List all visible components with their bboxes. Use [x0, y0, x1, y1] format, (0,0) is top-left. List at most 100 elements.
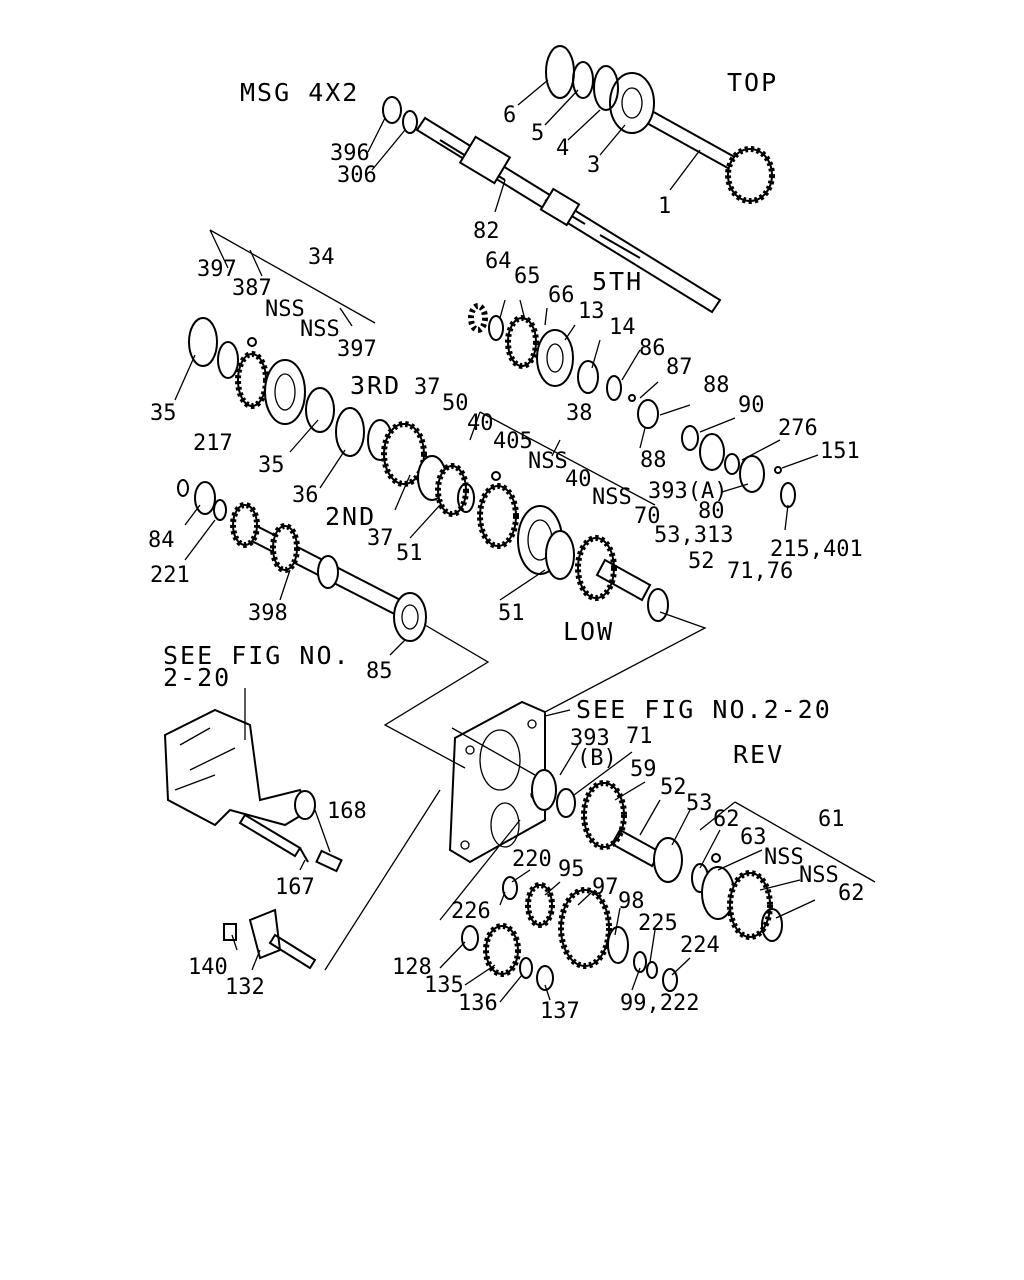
clip-167 — [299, 847, 309, 863]
washer-221 — [213, 499, 227, 521]
ring-40a — [457, 483, 475, 513]
callout-98: 98 — [618, 889, 645, 914]
nut-137 — [536, 965, 554, 991]
blocker-ring-51 — [545, 530, 575, 580]
callout-84: 84 — [148, 528, 175, 553]
main-shaft-assembly — [382, 45, 775, 314]
callout-5: 5 — [531, 121, 544, 146]
callout-151: 151 — [820, 439, 860, 464]
ball-87 — [628, 394, 636, 402]
input-shaft — [643, 108, 742, 174]
washer-276 — [724, 453, 740, 475]
callout-215-401: 215,401 — [770, 537, 863, 562]
callout-393-b: 393 — [570, 726, 610, 751]
pin-63 — [711, 853, 721, 863]
see-fig-left-line1: SEE FIG NO. — [163, 641, 351, 670]
fifth-gear-bore — [546, 343, 564, 373]
callout-36: 36 — [292, 483, 319, 508]
case-adapter-plate — [448, 700, 546, 864]
group-34-bracket — [209, 229, 376, 327]
callout-90: 90 — [738, 393, 765, 418]
callout-397-a: 397 — [197, 257, 237, 282]
ring-62b — [761, 908, 783, 942]
input-gear-teeth — [725, 146, 775, 204]
bearing-393b — [531, 769, 557, 811]
bearing-3-race — [621, 87, 643, 119]
callout-37-a: 37 — [414, 375, 441, 400]
callout-220: 220 — [512, 847, 552, 872]
second-gear-teeth — [435, 463, 469, 517]
callout-6: 6 — [503, 103, 516, 128]
needle-bearing-14 — [577, 360, 599, 394]
callout-labels: 1 3 4 5 6 396 306 82 397 387 34 NSS NSS … — [148, 103, 865, 1024]
adapter-plate-bore-lower — [490, 802, 520, 848]
callout-387: 387 — [232, 276, 272, 301]
bearing-393a — [699, 433, 725, 471]
ring-90 — [681, 425, 699, 451]
nss-label-4: NSS — [592, 485, 632, 510]
callout-63: 63 — [740, 825, 767, 850]
pin-405 — [491, 471, 501, 481]
case-output-bore — [294, 790, 316, 820]
callout-99-222: 99,222 — [620, 991, 699, 1016]
model-header: MSG 4X2 — [240, 78, 359, 107]
reverse-gear-group — [531, 769, 876, 942]
callout-224: 224 — [680, 933, 720, 958]
collar-52 — [610, 828, 662, 868]
callout-53: 53 — [686, 791, 713, 816]
ref-line-bracket-to-plate — [324, 789, 441, 971]
callout-397-b: 397 — [337, 337, 377, 362]
collar-36 — [335, 407, 365, 457]
callout-221: 221 — [150, 563, 190, 588]
callout-59: 59 — [630, 757, 657, 782]
bracket-132 — [248, 908, 282, 960]
callout-51-b: 51 — [498, 601, 525, 626]
synchro-sleeve-bore — [274, 373, 296, 411]
plate-bolt-hole-a — [465, 745, 475, 755]
callout-62-a: 62 — [713, 807, 740, 832]
callout-35-b: 35 — [258, 453, 285, 478]
case-body — [163, 708, 312, 827]
shaft-gear-section — [458, 135, 512, 185]
callout-140: 140 — [188, 955, 228, 980]
callout-51-a: 51 — [396, 541, 423, 566]
ring-397a — [217, 341, 239, 379]
ball-151 — [774, 466, 782, 474]
main-shaft — [415, 116, 722, 314]
third-fourth-synchro-group — [188, 229, 469, 517]
callout-137: 137 — [540, 999, 580, 1024]
callout-3: 3 — [587, 153, 600, 178]
callout-398: 398 — [248, 601, 288, 626]
adapter-plate — [448, 700, 546, 864]
plate-bolt-hole-c — [460, 840, 470, 850]
callout-88-a: 88 — [703, 373, 730, 398]
idler-gear-97-teeth — [558, 887, 612, 969]
callout-34: 34 — [308, 245, 335, 270]
countershaft-gear-a-teeth — [230, 502, 260, 548]
shim-6 — [545, 45, 575, 99]
case-ribs — [174, 727, 236, 791]
callout-168: 168 — [327, 799, 367, 824]
gear-135-teeth — [483, 923, 521, 977]
ref-line-low-to-plate — [544, 611, 707, 713]
nss-label-3: NSS — [528, 449, 568, 474]
leader-lines — [174, 79, 819, 1003]
ref-line-plate-mid — [451, 727, 536, 776]
callout-132: 132 — [225, 975, 265, 1000]
bearing-3 — [609, 72, 655, 134]
transmission-case — [163, 708, 343, 970]
callout-136: 136 — [458, 991, 498, 1016]
callout-85: 85 — [366, 659, 393, 684]
nss-label-2: NSS — [300, 317, 340, 342]
callout-87: 87 — [666, 355, 693, 380]
bearing-53 — [653, 837, 683, 883]
callout-167: 167 — [275, 875, 315, 900]
low-second-synchro-group — [457, 411, 669, 622]
callout-b: (B) — [577, 746, 617, 771]
reverse-gear-teeth — [581, 780, 627, 850]
callout-128: 128 — [392, 955, 432, 980]
nss-label-5: NSS — [764, 845, 804, 870]
washer-136 — [519, 957, 533, 979]
washer-65 — [488, 315, 504, 341]
callout-405: 405 — [493, 429, 533, 454]
